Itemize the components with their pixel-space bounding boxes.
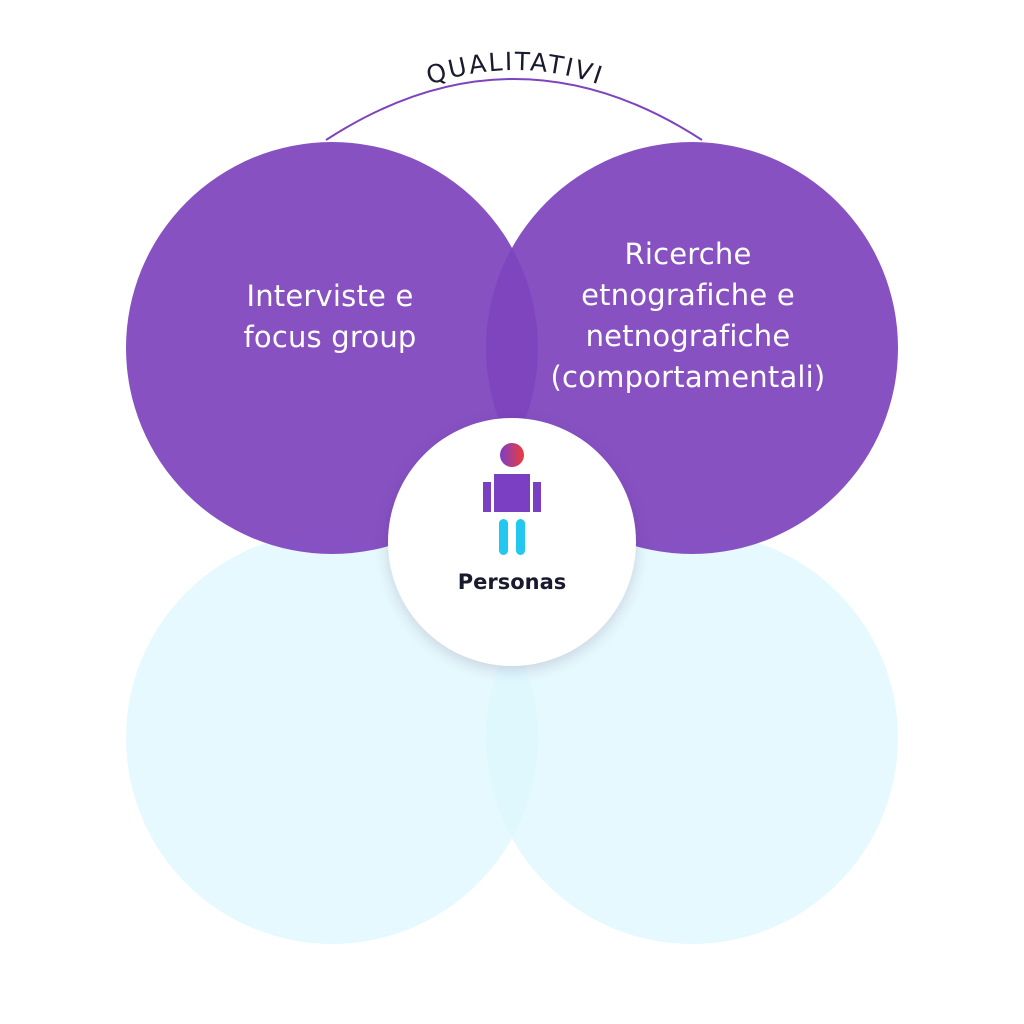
circle-top-left-label: Interviste e focus group bbox=[243, 279, 417, 354]
arc-line bbox=[325, 78, 703, 141]
person-torso bbox=[494, 474, 530, 512]
person-icon bbox=[483, 443, 541, 555]
person-left-leg bbox=[499, 519, 508, 555]
person-head bbox=[500, 443, 524, 467]
personas-label: Personas bbox=[457, 570, 567, 594]
person-right-arm bbox=[533, 482, 541, 512]
arc-label: QUALITATIVI bbox=[423, 47, 608, 91]
person-right-leg bbox=[516, 519, 525, 555]
circle-top-right-label: Ricerche etnografiche e netnografiche (c… bbox=[550, 237, 826, 394]
person-left-arm bbox=[483, 482, 491, 512]
